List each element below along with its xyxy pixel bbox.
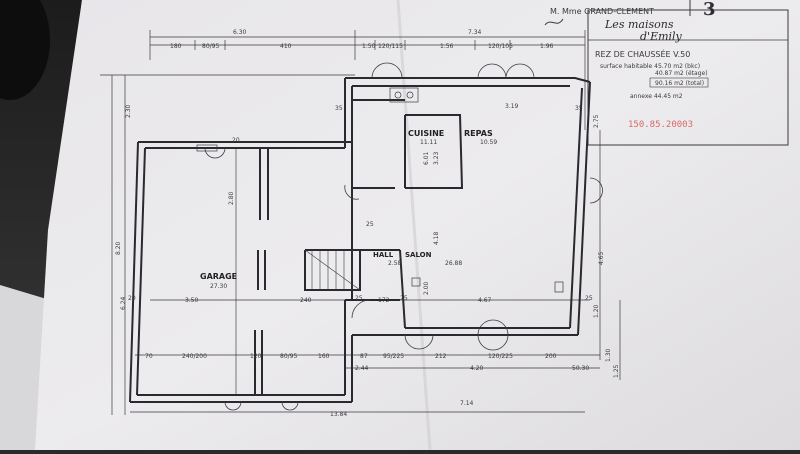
dim-mid-0: 20 bbox=[128, 295, 136, 302]
dim-seg-5: 1.56 bbox=[440, 43, 454, 50]
brand-line-2: d'Emily bbox=[640, 30, 683, 43]
dim-seg-4: 120/115 bbox=[378, 43, 403, 50]
dim-seg-6: 120/105 bbox=[488, 43, 513, 50]
room-hall-area: 2.58 bbox=[388, 260, 402, 267]
level-title: REZ DE CHAUSSÉE V.50 bbox=[595, 48, 690, 59]
dim-mid-7: 25 bbox=[585, 295, 593, 302]
dim-seg-3: 1.50 bbox=[362, 43, 376, 50]
dim-inner-11: 1.20 bbox=[593, 304, 600, 318]
dim-bot-4: 160 bbox=[318, 353, 330, 360]
dim-left-detail: 2.30 bbox=[125, 104, 132, 118]
dim-bot-8: 120/225 bbox=[488, 353, 513, 360]
room-cuisine: CUISINE bbox=[408, 129, 444, 138]
annexe-area: annexe 44.45 m2 bbox=[630, 93, 683, 100]
dim-seg-1: 80/95 bbox=[202, 43, 219, 50]
registration-stamp: 150.85.20003 bbox=[628, 120, 693, 130]
room-salon-area: 26.88 bbox=[445, 260, 462, 267]
top-dimensions: 6.30 7.34 180 80/95 410 1.50 120/115 1.5… bbox=[115, 29, 554, 255]
dim-inner-10: 2.75 bbox=[593, 114, 600, 128]
dim-inner-0: 3.19 bbox=[505, 103, 519, 110]
dim-inner-7: 35 bbox=[335, 105, 343, 112]
dim-mid-2: 240 bbox=[300, 297, 312, 304]
dim-inner-3: 4.65 bbox=[598, 251, 605, 265]
area-total: 90.16 m2 (total) bbox=[655, 80, 704, 87]
dimension-lines bbox=[100, 30, 621, 415]
area-habitable: surface habitable 45.70 m2 (bkc) bbox=[600, 63, 700, 70]
walls bbox=[129, 77, 591, 403]
dim-low-1: 4.20 bbox=[470, 365, 484, 372]
dim-inner-14: 6.24 bbox=[120, 296, 127, 310]
dim-bot-3: 80/95 bbox=[280, 353, 297, 360]
dim-inner-5: 2.00 bbox=[423, 281, 430, 295]
room-repas-area: 10.59 bbox=[480, 139, 497, 146]
dim-mid-6: 4.67 bbox=[478, 297, 492, 304]
doors-windows bbox=[204, 62, 603, 411]
dim-bot-5: 87 bbox=[360, 353, 368, 360]
room-salon: SALON bbox=[405, 251, 432, 259]
dim-mid-4: 172 bbox=[378, 297, 390, 304]
dim-seg-7: 1.96 bbox=[540, 43, 554, 50]
bottom-dimensions: 70 240/200 120 80/95 160 87 95/225 212 1… bbox=[145, 353, 589, 418]
mid-dimensions: 20 3.50 240 25 172 25 4.67 25 bbox=[128, 295, 593, 304]
area-etage: 40.87 m2 (étage) bbox=[655, 70, 708, 77]
dim-bottom-overall: 13.84 bbox=[330, 411, 347, 418]
dim-top-left: 6.30 bbox=[233, 29, 247, 36]
dim-inner-13: 1.25 bbox=[613, 364, 620, 378]
dim-inner-1: 3.23 bbox=[433, 151, 440, 165]
dim-mid-1: 3.50 bbox=[185, 297, 199, 304]
client-name: M. Mme GRAND-CLEMENT bbox=[550, 7, 654, 16]
dim-bot-0: 70 bbox=[145, 353, 153, 360]
room-repas: REPAS bbox=[464, 129, 493, 138]
dim-top-right: 7.34 bbox=[468, 29, 482, 36]
dim-left-overall: 8.20 bbox=[115, 241, 122, 255]
dim-inner-6: 25 bbox=[366, 221, 374, 228]
inner-dimensions: 3.19 3.23 4.18 4.65 2.80 2.00 25 35 20 3… bbox=[120, 103, 620, 378]
dim-inner-12: 1.30 bbox=[605, 348, 612, 362]
sheet-number: 3 bbox=[703, 0, 716, 20]
dim-inner-2: 4.18 bbox=[433, 231, 440, 245]
staircase bbox=[304, 249, 361, 291]
dim-bot-2: 120 bbox=[250, 353, 262, 360]
dim-bot-6: 95/225 bbox=[383, 353, 404, 360]
dim-low-2: 50.30 bbox=[572, 365, 589, 372]
dim-bot-7: 212 bbox=[435, 353, 447, 360]
room-garage-area: 27.30 bbox=[210, 283, 227, 290]
dim-seg-0: 180 bbox=[170, 43, 182, 50]
fixtures bbox=[196, 87, 564, 293]
dim-mid-3: 25 bbox=[355, 295, 363, 302]
dim-bot-1: 240/200 bbox=[182, 353, 207, 360]
title-block: M. Mme GRAND-CLEMENT 3 Les maisons d'Emi… bbox=[544, 0, 789, 146]
dim-bottom-right: 7.14 bbox=[460, 400, 474, 407]
room-garage: GARAGE bbox=[200, 272, 237, 281]
room-cuisine-area: 11.11 bbox=[420, 139, 437, 146]
room-labels: CUISINE 11.11 REPAS 10.59 HALL 2.58 SALO… bbox=[200, 129, 497, 290]
dim-bot-9: 200 bbox=[545, 353, 557, 360]
room-hall: HALL bbox=[373, 251, 394, 259]
dim-mid-5: 25 bbox=[400, 295, 408, 302]
dim-inner-9: 35 bbox=[575, 105, 583, 112]
dim-inner-8: 20 bbox=[232, 137, 240, 144]
dim-seg-2: 410 bbox=[280, 43, 292, 50]
dim-low-0: 2.44 bbox=[355, 365, 369, 372]
dim-inner-4: 2.80 bbox=[228, 191, 235, 205]
brand-line-1: Les maisons bbox=[604, 18, 674, 31]
dim-inner-15: 6.01 bbox=[423, 151, 430, 165]
